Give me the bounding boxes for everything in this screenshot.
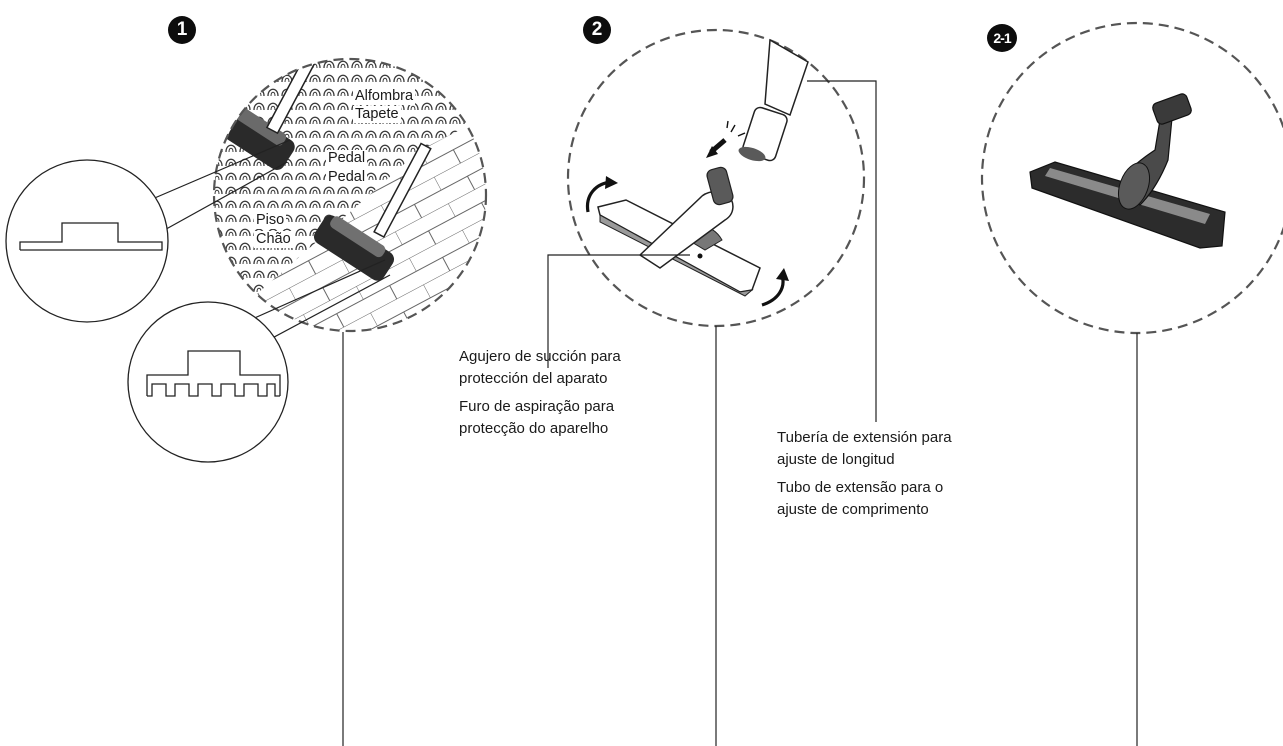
extension-callout-line [807, 80, 877, 422]
extension-pt-line1: Tubo de extensão para o [777, 479, 944, 496]
extension-pt-line2: ajuste de comprimento [777, 501, 929, 518]
bristles-raised-profile [5, 159, 169, 323]
suction-hole-pt-line1: Furo de aspiração para [459, 398, 615, 415]
step-badge-2-1: 2-1 [987, 24, 1017, 52]
leader-line [149, 139, 291, 201]
label-carpet-pt: Tapete [353, 106, 401, 123]
extension-tube [738, 38, 809, 162]
extension-es-line2: ajuste de longitud [777, 451, 895, 468]
label-floor-es: Piso [254, 212, 287, 229]
push-arrow-head [706, 146, 718, 158]
step-badge-1: 1 [168, 16, 196, 44]
leader-line [149, 161, 288, 239]
panel1-detail-circle [212, 57, 488, 333]
panel2-detail-circle [566, 28, 866, 328]
label-floor-pt: Chão [254, 231, 293, 248]
extension-tube-caption: Tubería de extensión para ajuste de long… [777, 427, 952, 521]
step-badge-2: 2 [583, 16, 611, 44]
suction-hole-es-line1: Agujero de succión para [459, 348, 621, 365]
label-carpet-es: Alfombra [353, 88, 416, 105]
panel2-1-detail-circle [980, 21, 1283, 335]
bristles-lowered-profile [127, 301, 289, 463]
label-pedal-es: Pedal [326, 150, 368, 167]
suction-hole-pt-line2: protecção do aparelho [459, 420, 609, 437]
extension-es-line1: Tubería de extensión para [777, 429, 952, 446]
label-pedal-pt: Pedal [326, 169, 368, 186]
suction-callout-line [547, 254, 690, 368]
suction-hole-caption: Agujero de succión para protección del a… [459, 346, 621, 440]
leader-line [249, 259, 386, 321]
floor-nozzle-large [1029, 93, 1226, 249]
suction-hole-es-line2: protección del aparato [459, 370, 608, 387]
hand-holding-nozzle [638, 166, 734, 269]
suction-hole-dot [697, 253, 703, 259]
click-marks [726, 120, 746, 137]
